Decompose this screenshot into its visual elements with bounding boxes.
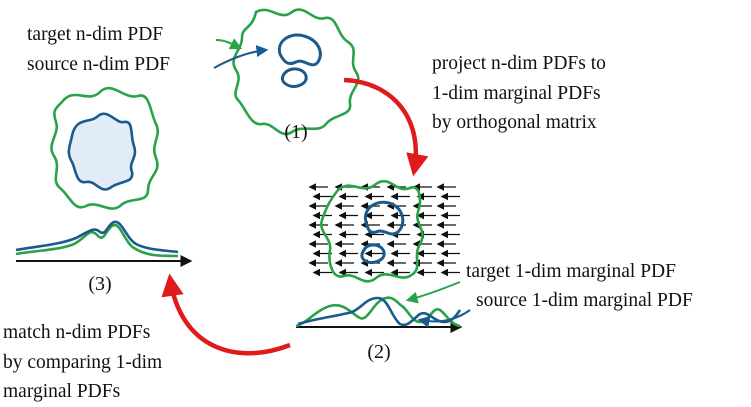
source-marginal-curve-2 xyxy=(297,296,462,327)
projection-text-line-3: by orthogonal matrix xyxy=(432,112,597,133)
target-pointer-arrow-2 xyxy=(405,281,461,304)
target-marginal-curve-3 xyxy=(15,223,179,258)
step-3-label: (3) xyxy=(88,273,111,295)
target-pdf-contour-2 xyxy=(319,179,424,283)
matching-text-line-3: marginal PDFs xyxy=(3,381,120,402)
projection-text-line-1: project n-dim PDFs to xyxy=(432,53,606,74)
source-pdf-contour-3 xyxy=(67,112,137,191)
projection-arrow-grid xyxy=(308,183,460,277)
arrow-2-to-3 xyxy=(161,273,291,356)
projection-text-line-2: 1-dim marginal PDFs xyxy=(432,83,601,104)
target-pointer-arrow-1 xyxy=(215,38,243,50)
projection-step: project n-dim PDFs to 1-dim marginal PDF… xyxy=(343,53,606,177)
step-2-label: (2) xyxy=(367,341,390,363)
source-pdf-blob-1b xyxy=(280,67,308,88)
matching-text-line-2: by comparing 1-dim xyxy=(3,352,162,373)
target-pdf-contour-3 xyxy=(50,86,159,210)
panel-3: (3) xyxy=(15,86,193,295)
target-ndim-label: target n-dim PDF xyxy=(27,24,163,45)
target-pdf-contour-1 xyxy=(232,8,360,136)
panel-2: target 1-dim marginal PDF source 1-dim m… xyxy=(295,179,693,363)
source-pointer-arrow-2 xyxy=(417,309,471,328)
source-1dim-label: source 1-dim marginal PDF xyxy=(476,290,693,311)
target-1dim-label: target 1-dim marginal PDF xyxy=(466,261,676,282)
matching-step: match n-dim PDFs by comparing 1-dim marg… xyxy=(3,273,291,402)
target-marginal-curve-2 xyxy=(295,296,461,328)
source-ndim-label: source n-dim PDF xyxy=(27,54,170,75)
source-pdf-blob-2b xyxy=(360,243,386,264)
source-pdf-blob-2a xyxy=(363,200,405,236)
source-pdf-halo-3 xyxy=(68,113,135,190)
arrow-1-to-2 xyxy=(343,77,429,177)
source-marginal-curve-3 xyxy=(15,220,179,254)
source-pdf-blob-1a xyxy=(277,33,322,67)
panel-1: target n-dim PDF source n-dim PDF (1) xyxy=(27,8,360,143)
matching-text-line-1: match n-dim PDFs xyxy=(3,322,150,343)
source-pointer-arrow-1 xyxy=(213,45,269,69)
step-1-label: (1) xyxy=(284,121,307,143)
